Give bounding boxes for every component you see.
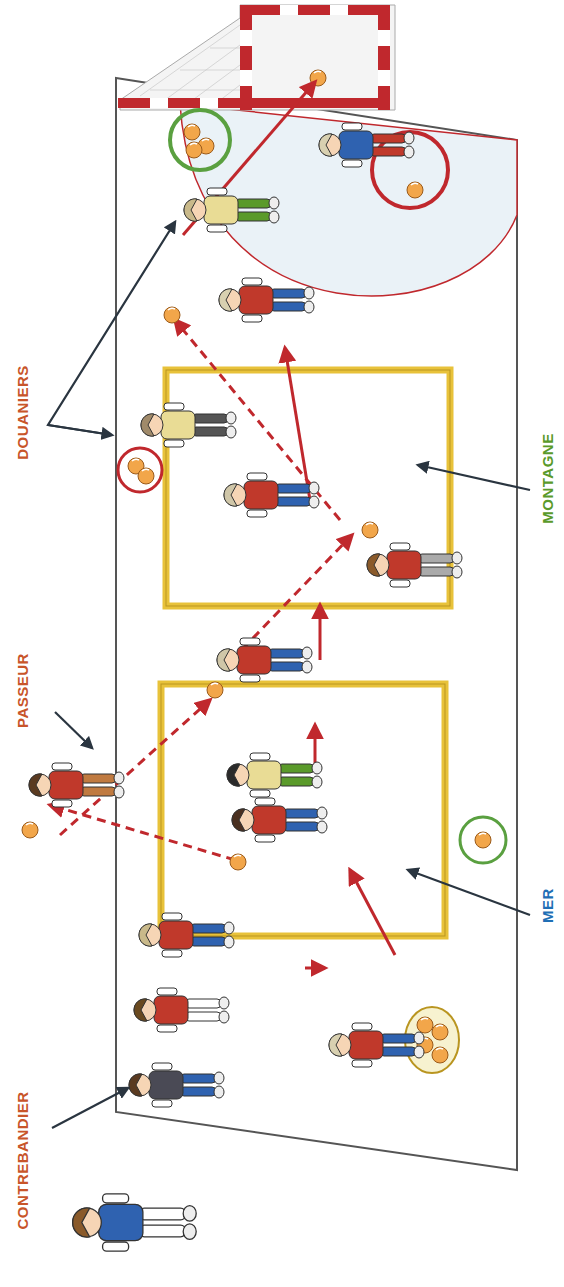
zone-label: MONTAGNE	[539, 433, 554, 523]
zone-label: MER	[540, 888, 555, 923]
zone-label: PASSEUR	[15, 653, 30, 728]
zone-label: CONTREBANDIER	[15, 1091, 30, 1229]
zone-label: DOUANIERS	[15, 365, 30, 460]
